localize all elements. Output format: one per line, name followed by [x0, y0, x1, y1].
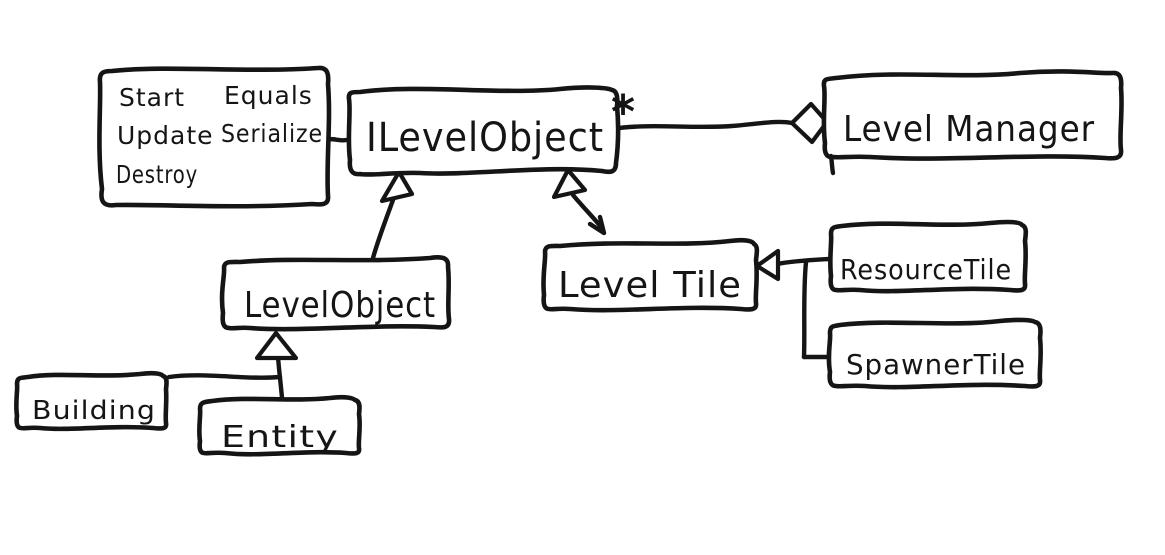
note-box-outline: [97, 65, 332, 209]
edge-inheritance-building-entity-levelobject: [166, 354, 285, 401]
node-ilevelobject: ILevelObject: [346, 85, 621, 177]
inheritance-triangle-icon: [254, 330, 299, 361]
member-start: Start: [119, 83, 185, 112]
edge-inheritance-resourcetile-leveltile: [774, 256, 832, 360]
class-box-outline: [541, 237, 760, 313]
arrowhead-small: [587, 214, 607, 236]
multiplicity-star: *: [611, 85, 635, 139]
inheritance-triangle-icon: [551, 167, 588, 200]
class-label-entity: Entity: [221, 420, 339, 455]
class-box-outline: [821, 69, 1124, 161]
node-resourcetile: ResourceTile: [827, 219, 1029, 294]
corner-overshoot-stroke: [828, 153, 836, 176]
edge-inheritance-leveltile-ilevelobject: [570, 192, 607, 236]
class-box-outline: [13, 370, 169, 432]
inheritance-triangle-icon: [379, 169, 415, 204]
edge-aggregation-ilevelobject-levelmanager: [609, 119, 795, 132]
node-levelmanager: Level Manager: [821, 69, 1124, 176]
inheritance-line: [570, 192, 605, 231]
building-connector-line: [166, 373, 283, 380]
node-entity: Entity: [196, 394, 363, 457]
class-box-outline: [346, 85, 621, 177]
class-box-outline: [827, 219, 1029, 294]
node-levelobject: LevelObject: [219, 254, 452, 332]
class-label-levelobject: LevelObject: [244, 285, 436, 326]
member-equals: Equals: [224, 81, 313, 110]
edge-inheritance-levelobject-ilevelobject: [370, 197, 396, 261]
node-spawnertile: SpawnerTile: [826, 317, 1044, 390]
class-label-spawnertile: SpawnerTile: [846, 348, 1026, 381]
inheritance-triangle-icon: [754, 248, 781, 282]
class-box-outline: [826, 317, 1044, 390]
member-destroy: Destroy: [116, 160, 198, 189]
node-leveltile: Level Tile: [541, 237, 760, 313]
class-box-outline: [219, 254, 452, 332]
class-label-leveltile: Level Tile: [558, 265, 742, 306]
class-label-ilevelobject: ILevelObject: [366, 115, 604, 161]
connector-line: [774, 256, 832, 267]
class-label-levelmanager: Level Manager: [843, 109, 1095, 150]
connector-line-vertical: [801, 259, 809, 360]
class-box-outline: [196, 394, 363, 457]
entity-connector-line: [275, 354, 285, 401]
member-update: Update: [117, 121, 214, 150]
class-label-building: Building: [32, 396, 156, 426]
member-serialize: Serialize: [221, 119, 323, 148]
aggregation-line: [609, 119, 795, 132]
node-interface-members: Start Equals Update Serialize Destroy: [97, 65, 332, 209]
inheritance-line: [370, 197, 396, 261]
class-label-resourcetile: ResourceTile: [840, 253, 1012, 286]
node-building: Building: [13, 370, 169, 432]
